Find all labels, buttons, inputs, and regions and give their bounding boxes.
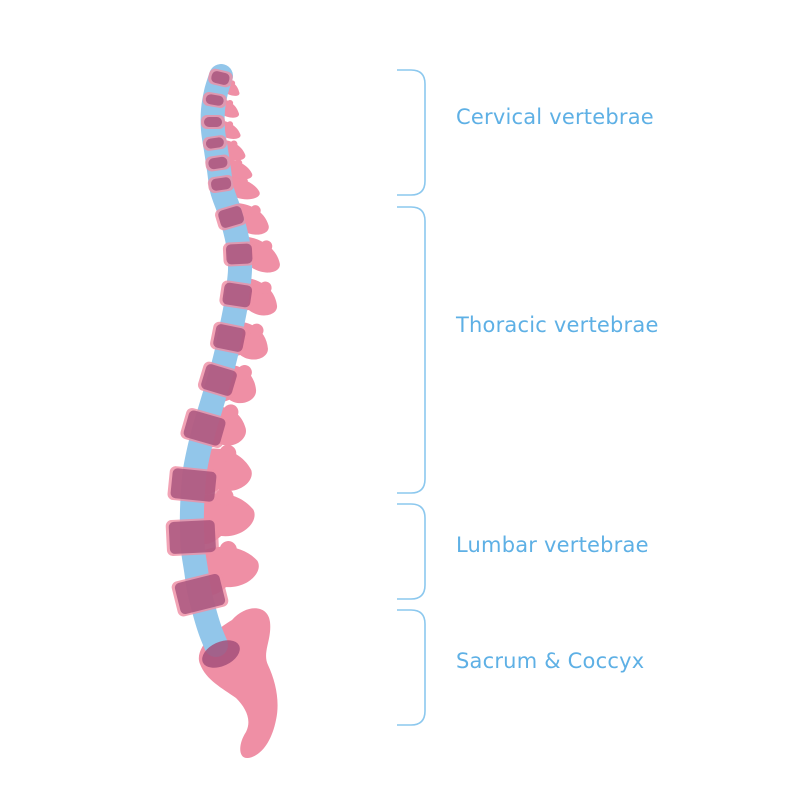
label-sacrum-coccyx: Sacrum & Coccyx <box>456 649 645 673</box>
vertebral-body <box>202 135 227 151</box>
vertebral-body <box>201 115 225 129</box>
vertebral-body <box>222 241 256 267</box>
vertebral-body <box>205 154 231 172</box>
bracket-lumbar <box>397 503 426 600</box>
vertebral-body <box>210 321 249 355</box>
vertebral-body <box>171 571 229 617</box>
vertebral-body <box>215 203 248 231</box>
label-thoracic-vertebrae: Thoracic vertebrae <box>456 313 659 337</box>
bracket-cervical <box>397 69 426 196</box>
vertebral-body <box>219 280 256 310</box>
label-lumbar-vertebrae: Lumbar vertebrae <box>456 533 649 557</box>
vertebral-body <box>202 92 227 108</box>
vertebral-body <box>207 174 235 194</box>
vertebral-body <box>180 407 229 449</box>
vertebral-body <box>197 361 241 399</box>
vertebral-body <box>167 466 220 504</box>
vertebral-body <box>208 68 233 88</box>
sacrum-body <box>202 640 240 668</box>
vertebral-body <box>165 518 219 556</box>
spinal-column <box>165 64 280 759</box>
bracket-sacrum <box>397 609 426 726</box>
bracket-thoracic <box>397 206 426 494</box>
region-brackets <box>397 69 426 726</box>
label-cervical-vertebrae: Cervical vertebrae <box>456 105 654 129</box>
